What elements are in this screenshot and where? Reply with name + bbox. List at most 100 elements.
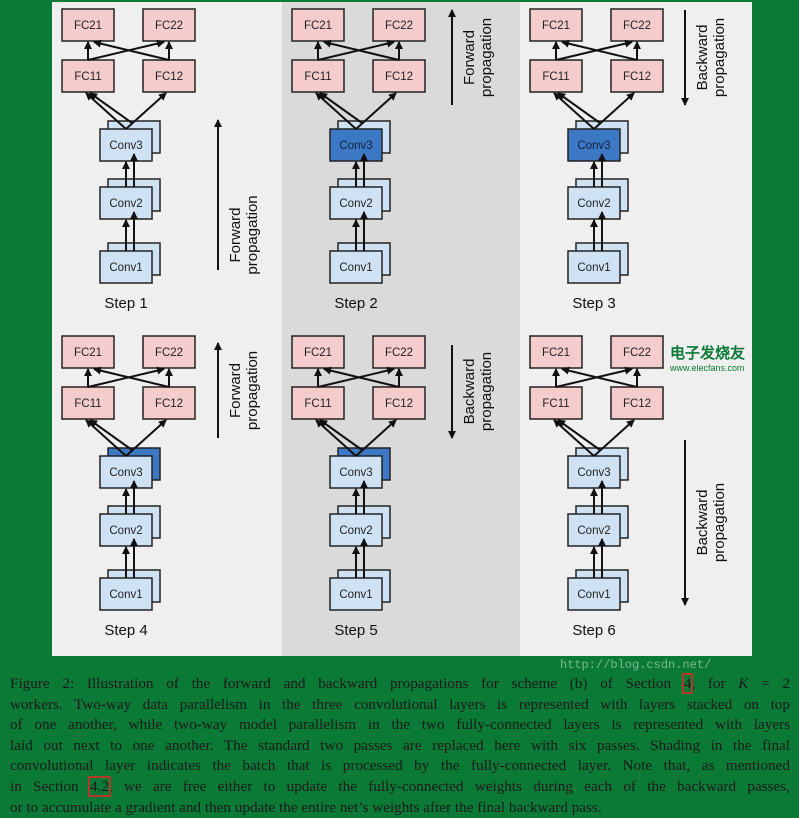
fc12-box-rect bbox=[610, 386, 664, 420]
conv1-front-box: Conv1 bbox=[567, 250, 621, 284]
conv2-front-box-label: Conv2 bbox=[109, 525, 142, 537]
logo-text: 电子发烧友 bbox=[670, 345, 746, 362]
fc11-box: FC11 bbox=[61, 59, 115, 93]
fc11-box-rect bbox=[61, 386, 115, 420]
fc12-box: FC12 bbox=[142, 59, 196, 93]
conv1-front-box-label: Conv1 bbox=[577, 589, 610, 601]
fc21-box-rect bbox=[529, 8, 583, 42]
fc12-box-rect bbox=[372, 59, 426, 93]
fc11-box: FC11 bbox=[291, 386, 345, 420]
fc21-box-rect bbox=[291, 335, 345, 369]
caption-line: convolutional layer indicates the batch … bbox=[10, 757, 790, 775]
conv3-back-to-fc11-arrow bbox=[89, 92, 133, 124]
fc12-to-fc21-arrow bbox=[323, 366, 400, 388]
fc11-to-fc22-arrow bbox=[317, 366, 395, 388]
fc12-box: FC12 bbox=[372, 386, 426, 420]
fc12-to-fc21-arrow bbox=[93, 366, 170, 388]
panel-column-background bbox=[520, 2, 752, 656]
fc12-box-label: FC12 bbox=[155, 398, 183, 410]
propagation-label-line: propagation bbox=[244, 195, 261, 274]
fc21-box-label: FC21 bbox=[304, 20, 332, 32]
fc21-box: FC21 bbox=[61, 335, 115, 369]
fc22-box-label: FC22 bbox=[623, 20, 651, 32]
caption-line: in Section 4.2, we are free either to up… bbox=[10, 775, 790, 798]
conv2-front-box: Conv2 bbox=[567, 513, 621, 547]
caption-line: of one another, while two-way model para… bbox=[10, 716, 790, 734]
conv2-front-box-label: Conv2 bbox=[339, 525, 372, 537]
fc11-box-rect bbox=[61, 59, 115, 93]
propagation-label-line: Forward bbox=[227, 363, 244, 418]
fc12-to-fc21-arrow bbox=[561, 39, 638, 61]
fc11-box-rect bbox=[291, 59, 345, 93]
conv3-front-box-label: Conv3 bbox=[339, 140, 372, 152]
conv3-front-box-label: Conv3 bbox=[577, 467, 610, 479]
caption-text: = 2 bbox=[748, 675, 790, 692]
conv1-front-box-rect bbox=[329, 250, 383, 284]
fc11-to-fc22-arrow bbox=[555, 39, 633, 61]
conv3-front-box-label: Conv3 bbox=[577, 140, 610, 152]
section-link[interactable]: 4 bbox=[681, 673, 694, 694]
conv1-front-box-rect bbox=[567, 577, 621, 611]
conv3-front-box: Conv3 bbox=[329, 455, 383, 489]
fc22-box-label: FC22 bbox=[623, 347, 651, 359]
caption-line: laid out next to one another. The standa… bbox=[10, 736, 790, 754]
propagation-label-line: propagation bbox=[244, 351, 261, 430]
conv1-front-box: Conv1 bbox=[329, 250, 383, 284]
conv1-front-box-rect bbox=[329, 577, 383, 611]
fc12-to-fc21-arrow bbox=[93, 39, 170, 61]
propagation-label-line: Backward bbox=[694, 490, 711, 556]
fc11-box-label: FC11 bbox=[74, 71, 101, 83]
propagation-label-line: propagation bbox=[711, 18, 728, 97]
fc22-box: FC22 bbox=[142, 8, 196, 42]
fc11-box-label: FC11 bbox=[542, 398, 569, 410]
conv1-front-box: Conv1 bbox=[99, 250, 153, 284]
conv3-front-box: Conv3 bbox=[567, 455, 621, 489]
propagation-label: Backwardpropagation bbox=[694, 18, 728, 97]
propagation-label: Forwardpropagation bbox=[461, 18, 495, 97]
conv2-front-box-label: Conv2 bbox=[577, 198, 610, 210]
figure-caption: Figure 2: Illustration of the forward an… bbox=[10, 673, 790, 818]
conv1-front-box: Conv1 bbox=[99, 577, 153, 611]
fc21-box: FC21 bbox=[291, 8, 345, 42]
propagation-label: Forwardpropagation bbox=[227, 351, 261, 430]
conv3-front-box-rect bbox=[99, 455, 153, 489]
fc22-box-label: FC22 bbox=[385, 347, 413, 359]
fc22-box: FC22 bbox=[610, 335, 664, 369]
step-label: Step 4 bbox=[104, 622, 147, 639]
conv1-front-box-label: Conv1 bbox=[109, 262, 142, 274]
fc11-to-fc22-arrow bbox=[555, 366, 633, 388]
section-link[interactable]: 4.2 bbox=[87, 775, 111, 797]
conv1-front-box-label: Conv1 bbox=[339, 262, 372, 274]
fc11-box-rect bbox=[529, 59, 583, 93]
conv2-front-box: Conv2 bbox=[99, 186, 153, 220]
step-label: Step 6 bbox=[572, 622, 615, 639]
fc21-box-label: FC21 bbox=[74, 20, 102, 32]
fc12-box-label: FC12 bbox=[385, 398, 413, 410]
propagation-label-line: Backward bbox=[694, 25, 711, 91]
fc21-box-rect bbox=[61, 8, 115, 42]
propagation-label: Backwardpropagation bbox=[461, 352, 495, 431]
conv1-front-box-label: Conv1 bbox=[109, 589, 142, 601]
conv3-front-box: Conv3 bbox=[329, 128, 383, 162]
fc12-box-label: FC12 bbox=[155, 71, 183, 83]
conv2-front-box: Conv2 bbox=[99, 513, 153, 547]
fc21-box-label: FC21 bbox=[304, 347, 332, 359]
step-label: Step 3 bbox=[572, 295, 615, 312]
propagation-label-line: propagation bbox=[711, 483, 728, 562]
conv2-front-box-label: Conv2 bbox=[339, 198, 372, 210]
fc12-box: FC12 bbox=[610, 386, 664, 420]
conv3-to-fc12-arrow bbox=[355, 92, 397, 130]
fc12-box: FC12 bbox=[610, 59, 664, 93]
conv1-front-box-rect bbox=[567, 250, 621, 284]
propagation-label: Backwardpropagation bbox=[694, 483, 728, 562]
conv2-front-box-rect bbox=[99, 186, 153, 220]
fc22-box-label: FC22 bbox=[155, 347, 183, 359]
fc22-box: FC22 bbox=[372, 8, 426, 42]
propagation-label-line: Backward bbox=[461, 359, 478, 425]
fc22-box-rect bbox=[610, 8, 664, 42]
fc11-box: FC11 bbox=[61, 386, 115, 420]
fc11-box: FC11 bbox=[529, 59, 583, 93]
fc12-box-label: FC12 bbox=[623, 398, 651, 410]
